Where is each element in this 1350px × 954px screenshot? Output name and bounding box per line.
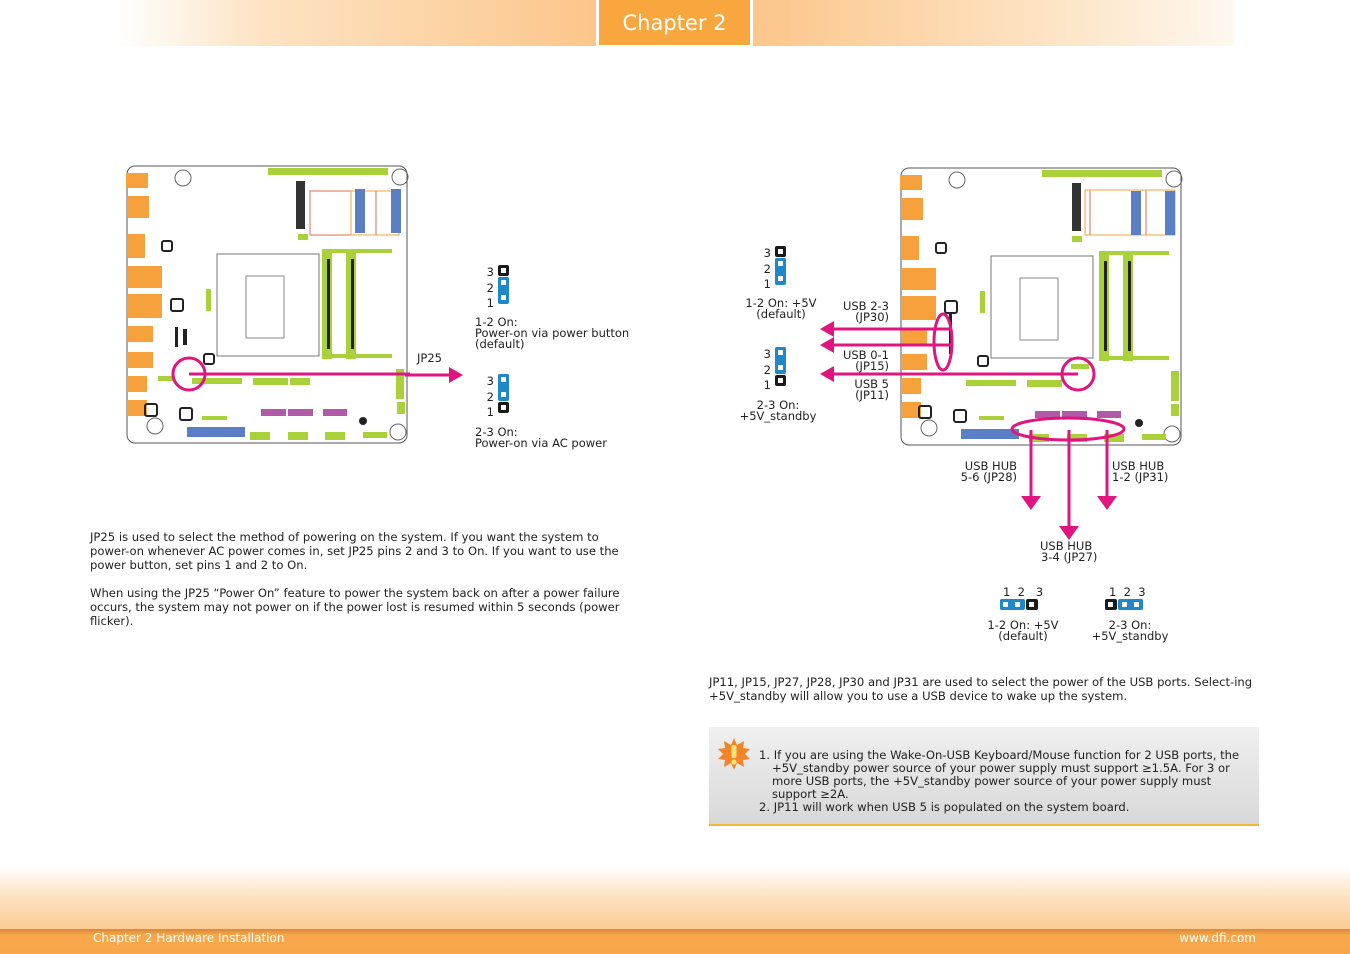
motherboard-diagram-right [900,167,1183,446]
pin-numbers: 3 2 1 [763,347,771,392]
usb-hub-arrows [1021,430,1117,540]
jumper-pin [498,265,509,276]
usb-horizontal-b-caption: 2-3 On: +5V_standby [1091,618,1169,643]
motherboard-diagram-left [126,165,410,444]
usb-paragraph: JP11, JP15, JP27, JP28, JP30 and JP31 ar… [709,675,1253,703]
jp25-paragraph-1: JP25 is used to select the method of pow… [90,530,619,572]
usb-pointer-arrows [820,321,1078,382]
jumper-pin [1131,599,1143,610]
footer-bar [0,929,1350,954]
jp25-paragraph-2: When using the JP25 “Power On” feature t… [90,586,620,628]
header-band-left [118,0,596,46]
jumper-pin [498,389,509,400]
usb-jumper-1-2: 3 2 1 [764,246,786,290]
jumper-pin [498,402,509,413]
jumper-pin [775,273,786,284]
footer-website-link[interactable]: www.dfi.com [1179,931,1256,945]
jp25-pointer-arrow [405,367,463,383]
jumper-pin [498,374,509,385]
footer-chapter-title: Chapter 2 Hardware Installation [93,931,285,945]
note-list: 1. If you are using the Wake-On-USB Keyb… [759,749,1259,814]
jp25-jumper-2-3: 3 2 1 [487,374,509,418]
label-usb-hub-5-6: USB HUB 5-6 (JP28) [960,459,1017,484]
pin-numbers: 1 2 3 [1003,585,1044,599]
jp25-setting-b-caption: 2-3 On: Power-on via AC power [475,425,607,450]
note-item: 1. If you are using the Wake-On-USB Keyb… [759,748,1240,801]
note-item: 2. JP11 will work when USB 5 is populate… [759,800,1130,814]
usb-hub-jumper-1-2 [1000,599,1038,610]
pin-numbers: 1 2 3 [1109,585,1146,599]
chapter-tab: Chapter 2 [599,0,750,45]
jp25-setting-a-caption: 1-2 On: Power-on via power button (defau… [475,315,630,351]
caution-note: 1. If you are using the Wake-On-USB Keyb… [709,727,1259,826]
jumper-pin [1119,599,1131,610]
jumper-pin [1026,599,1038,610]
pin-numbers: 3 2 1 [486,265,494,310]
usb-horizontal-a-caption: 1-2 On: +5V (default) [987,618,1059,643]
jumper-pin [775,246,786,257]
jp25-label: JP25 [417,351,442,365]
jumper-pin [1105,599,1117,610]
usb-hub-jumper-2-3 [1105,599,1143,610]
jp25-jumper-1-2: 3 2 1 [487,265,509,309]
footer-band [0,866,1350,930]
header-band-right [753,0,1233,46]
usb-vertical-a-caption: 1-2 On: +5V (default) [745,296,817,321]
label-usb-hub-3-4: USB HUB 3-4 (JP27) [1040,539,1098,564]
jumper-pin [775,258,786,269]
label-usb-hub-1-2: USB HUB 1-2 (JP31) [1112,459,1169,484]
label-usb-2-3: USB 2-3 (JP30) [842,299,889,324]
jumper-pin [1012,599,1024,610]
jumper-pin [775,362,786,373]
label-usb-5: USB 5 (JP11) [854,377,889,402]
usb-vertical-b-caption: 2-3 On: +5V_standby [739,398,817,423]
jumper-pin [498,277,509,288]
jumper-pin [1000,599,1012,610]
jumper-pin [775,347,786,358]
warning-icon [718,738,750,770]
jumper-pin [498,292,509,303]
pin-numbers: 3 2 1 [486,374,494,419]
pin-numbers: 3 2 1 [763,246,771,291]
label-usb-0-1: USB 0-1 (JP15) [842,348,889,373]
jumper-pin [775,375,786,386]
usb-jumper-2-3: 3 2 1 [764,347,786,391]
